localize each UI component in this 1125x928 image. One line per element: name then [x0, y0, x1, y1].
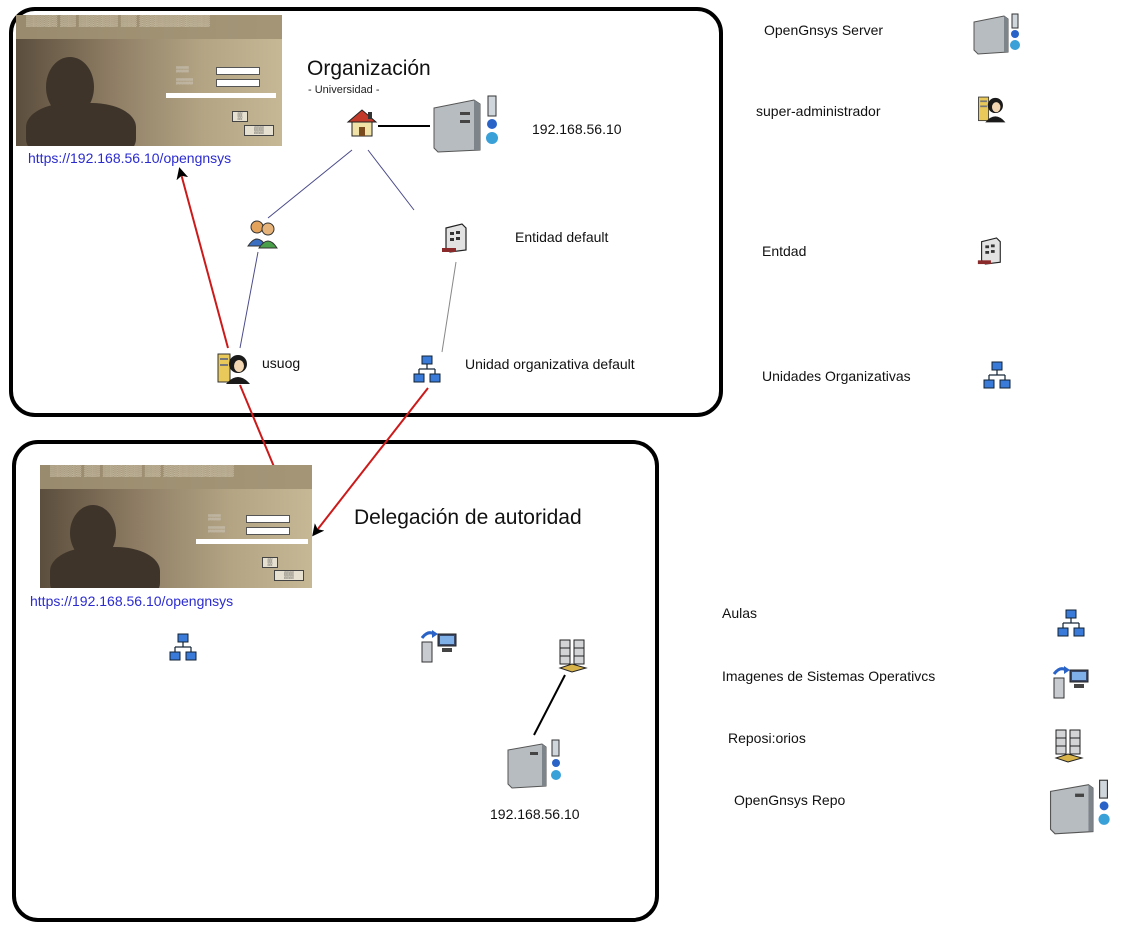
arrow-ou-delegation-console: [312, 387, 429, 537]
home-icon: [346, 109, 378, 137]
legend-repo-server-icon: [1049, 779, 1110, 835]
link-home-entity: [367, 149, 415, 211]
aulas-icon: [169, 633, 197, 661]
top-console-url[interactable]: https://192.168.56.10/opengnsys: [28, 150, 232, 166]
legend-repo-label: OpenGnsys Repo: [734, 792, 846, 808]
repo-ip-label: 192.168.56.10: [490, 806, 580, 822]
link-repos-repo: [533, 674, 566, 736]
repo-server-icon: [507, 739, 561, 789]
usuog-label: usuog: [262, 355, 301, 371]
organization-subtitle: - Universidad -: [308, 84, 380, 96]
users-group-icon: [247, 220, 278, 249]
organization-title: Organización: [307, 57, 431, 80]
repositories-icon: [558, 639, 588, 673]
legend-aulas-label: Aulas: [722, 605, 758, 621]
server-ip-label: 192.168.56.10: [532, 121, 622, 137]
link-home-users: [267, 149, 353, 219]
bottom-console-url[interactable]: https://192.168.56.10/opengnsys: [30, 593, 234, 609]
delegation-title: Delegación de autoridad: [354, 506, 582, 529]
legend-admin-label: super-administrador: [756, 103, 881, 119]
legend-entity-label: Entdad: [762, 243, 807, 259]
login-screenshot-bottom: ▒▒▒▒ ▒▒ ▒▒▒▒▒ ▒▒ ▒▒▒▒▒▒▒▒▒ ▒▒▒ ▒▒▒▒ ▒ ▒▒: [40, 465, 312, 588]
os-images-icon: [420, 630, 457, 663]
entity-icon: [442, 223, 467, 253]
arrow-usuog-top-console: [176, 167, 229, 349]
server-icon: [433, 95, 498, 153]
legend-images-icon: [1052, 666, 1089, 699]
link-entity-ou: [441, 261, 457, 353]
legend-server-icon: [973, 13, 1020, 55]
legend-server-label: OpenGnsys Server: [764, 22, 884, 38]
legend-entity-icon: [977, 237, 1001, 265]
legend-aulas-icon: [1057, 609, 1085, 637]
legend-images-label: Imagenes de Sistemas Operativcs: [722, 668, 936, 684]
ou-default-label: Unidad organizativa default: [465, 356, 635, 372]
link-users-usuog: [239, 251, 259, 349]
legend-ou-icon: [983, 361, 1011, 389]
legend-admin-icon: [978, 96, 1006, 123]
login-screenshot-top: ▒▒▒▒ ▒▒ ▒▒▒▒▒ ▒▒ ▒▒▒▒▒▒▒▒▒ ▒▒▒ ▒▒▒▒ ▒ ▒▒: [16, 15, 282, 146]
legend-repos-label: Reposi:orios: [728, 730, 806, 746]
ou-network-icon: [413, 355, 441, 383]
legend-ou-label: Unidades Organizativas: [762, 368, 911, 384]
legend-repositories-icon: [1054, 729, 1084, 763]
entity-default-label: Entidad default: [515, 229, 609, 245]
admin-user-icon: [217, 353, 250, 384]
